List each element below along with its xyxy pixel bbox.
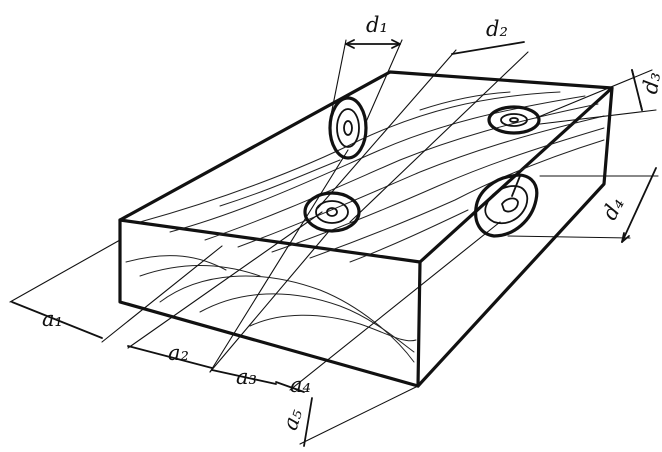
front-grain [125,255,417,363]
dim-d4 [507,167,659,243]
label-d1: d₁ [366,13,388,37]
knot-center [303,191,361,233]
knot-upper-right [487,105,541,135]
dim-d3 [535,69,657,125]
top-grain [139,91,605,263]
label-d4: d₄ [597,193,628,224]
board-top-face [118,70,614,264]
board-right-face [416,86,614,388]
label-a5: a₅ [278,405,307,433]
label-a3: a₃ [236,365,257,389]
dim-d2 [317,41,529,223]
board-front-face [118,218,422,388]
dim-a-lines [11,301,313,447]
knot-edge [474,173,539,238]
dim-a-extensions [9,149,501,445]
board-outline [118,70,614,388]
label-a4: a₄ [290,373,311,397]
label-a2: a₂ [168,341,189,365]
label-d3: d₃ [638,70,662,96]
label-d2: d₂ [486,17,508,41]
dim-d1 [329,39,403,123]
knot-upper-left [328,96,368,160]
label-a1: a₁ [42,307,63,331]
